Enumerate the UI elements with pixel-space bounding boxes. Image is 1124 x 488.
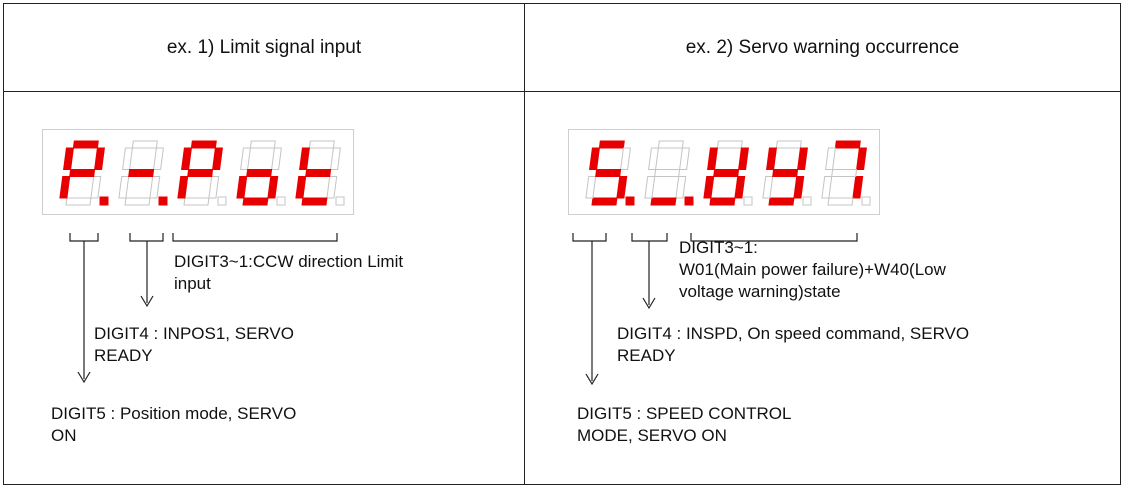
ex1-digit4-label: DIGIT4 : INPOS1, SERVO READY — [94, 323, 294, 367]
examples-table: ex. 1) Limit signal input ex. 2) Servo w… — [3, 3, 1121, 485]
ex1-panel: DIGIT3~1:CCW direction Limit input DIGIT… — [4, 93, 524, 483]
header-divider — [4, 91, 1120, 92]
ex1-title: ex. 1) Limit signal input — [4, 4, 524, 91]
ex2-digit3-1-label: DIGIT3~1: W01(Main power failure)+W40(Lo… — [679, 237, 946, 303]
ex1-digit5-label: DIGIT5 : Position mode, SERVO ON — [51, 403, 296, 447]
ex2-digit4-label: DIGIT4 : INSPD, On speed command, SERVO … — [617, 323, 969, 367]
ex2-panel: DIGIT3~1: W01(Main power failure)+W40(Lo… — [525, 93, 1120, 483]
ex1-digit3-1-label: DIGIT3~1:CCW direction Limit input — [174, 251, 403, 295]
ex2-digit5-label: DIGIT5 : SPEED CONTROL MODE, SERVO ON — [577, 403, 791, 447]
ex2-title: ex. 2) Servo warning occurrence — [525, 4, 1120, 91]
